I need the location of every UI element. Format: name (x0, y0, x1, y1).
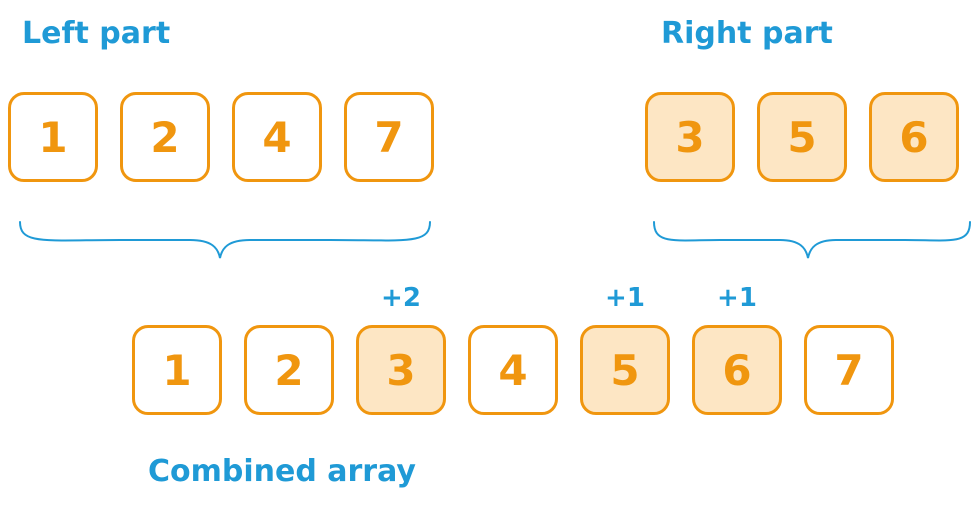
left-part-cell: 1 (8, 92, 98, 182)
left-part-cell: 7 (344, 92, 434, 182)
right-part-cell: 6 (869, 92, 959, 182)
right-part-cell: 5 (757, 92, 847, 182)
combined-cell: 7 (804, 325, 894, 415)
inversion-count-badge: +1 (717, 283, 757, 313)
left-part-label: Left part (22, 16, 171, 51)
combined-cell: 2 (244, 325, 334, 415)
left-part-cell: 4 (232, 92, 322, 182)
right-part-label: Right part (661, 16, 833, 51)
combined-array-label: Combined array (148, 454, 416, 489)
left-part-brace (19, 221, 431, 259)
inversion-count-badge: +1 (605, 283, 645, 313)
combined-cell: 6 (692, 325, 782, 415)
combined-cell: 1 (132, 325, 222, 415)
left-part-cell: 2 (120, 92, 210, 182)
combined-cell: 3 (356, 325, 446, 415)
inversion-count-badge: +2 (381, 283, 421, 313)
right-part-brace (653, 221, 971, 259)
combined-cell: 5 (580, 325, 670, 415)
combined-cell: 4 (468, 325, 558, 415)
right-part-cell: 3 (645, 92, 735, 182)
